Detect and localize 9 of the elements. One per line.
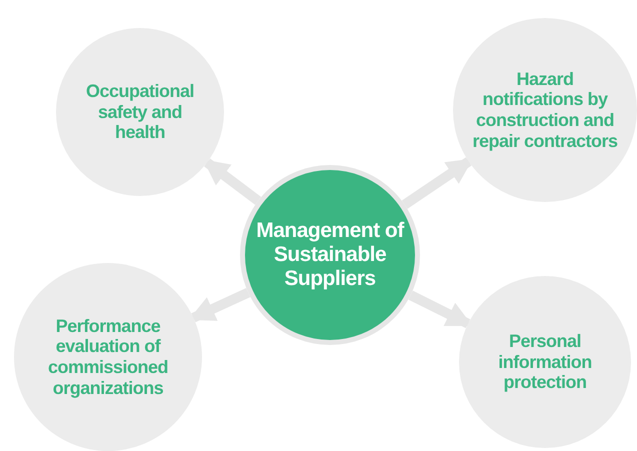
arrow — [202, 158, 262, 205]
arrow — [408, 290, 473, 328]
arrow — [188, 288, 250, 322]
topic-label: Occupational safety and health — [85, 80, 195, 144]
topic-label: Personal information protection — [497, 330, 593, 394]
topic-label: Hazard notifications by construction and repair contractors — [471, 68, 619, 152]
topic-label: Management of Sustainable Suppliers — [255, 218, 405, 292]
arrow — [402, 157, 474, 209]
topic-label: Performance evaluation of commissioned organizations — [46, 316, 170, 398]
